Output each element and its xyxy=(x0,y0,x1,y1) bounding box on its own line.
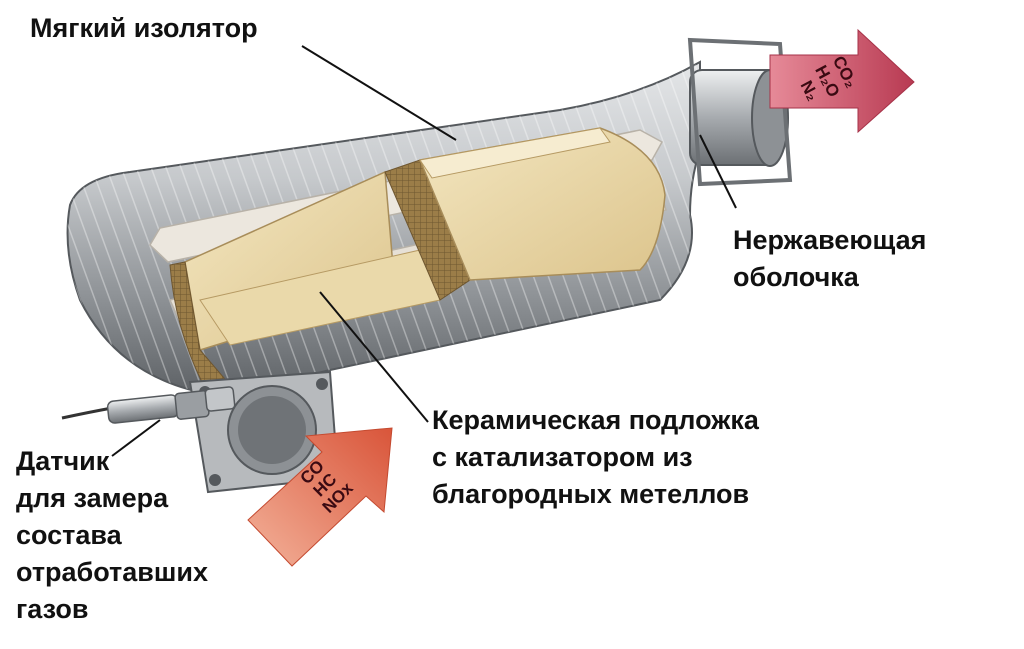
label-stainless-shell-line-1: Нержавеющая xyxy=(733,225,927,255)
label-stainless-shell-line-2: оболочка xyxy=(733,262,859,292)
label-soft-insulator: Мягкий изолятор xyxy=(30,10,258,47)
ceramic-substrate xyxy=(169,127,666,389)
exhaust-sensor xyxy=(61,386,236,424)
leader-insulator xyxy=(301,45,457,141)
leader-lines xyxy=(111,45,737,457)
label-ceramic-substrate-line-3: благородных метеллов xyxy=(432,479,750,509)
label-soft-insulator-text: Мягкий изолятор xyxy=(30,13,258,43)
leader-shell xyxy=(699,134,737,209)
label-exhaust-sensor: Датчик для замера состава отработавших г… xyxy=(16,443,208,628)
label-ceramic-substrate: Керамическая подложка с катализатором из… xyxy=(432,402,759,513)
label-exhaust-sensor-line-5: газов xyxy=(16,594,89,624)
leader-substrate xyxy=(319,291,429,423)
leader-sensor xyxy=(111,419,161,457)
label-exhaust-sensor-line-1: Датчик xyxy=(16,446,110,476)
label-stainless-shell: Нержавеющая оболочка xyxy=(733,222,926,296)
label-exhaust-sensor-line-3: состава xyxy=(16,520,122,550)
outlet-pipe xyxy=(687,37,793,187)
label-exhaust-sensor-line-2: для замера xyxy=(16,483,169,513)
inlet-gas-arrow: CO HC NOx xyxy=(247,427,393,567)
label-exhaust-sensor-line-4: отработавших xyxy=(16,557,209,587)
label-ceramic-substrate-line-1: Керамическая подложка xyxy=(432,405,759,435)
outlet-gas-arrow: CO₂ H₂O N₂ xyxy=(769,28,915,134)
label-ceramic-substrate-line-2: с катализатором из xyxy=(432,442,693,472)
